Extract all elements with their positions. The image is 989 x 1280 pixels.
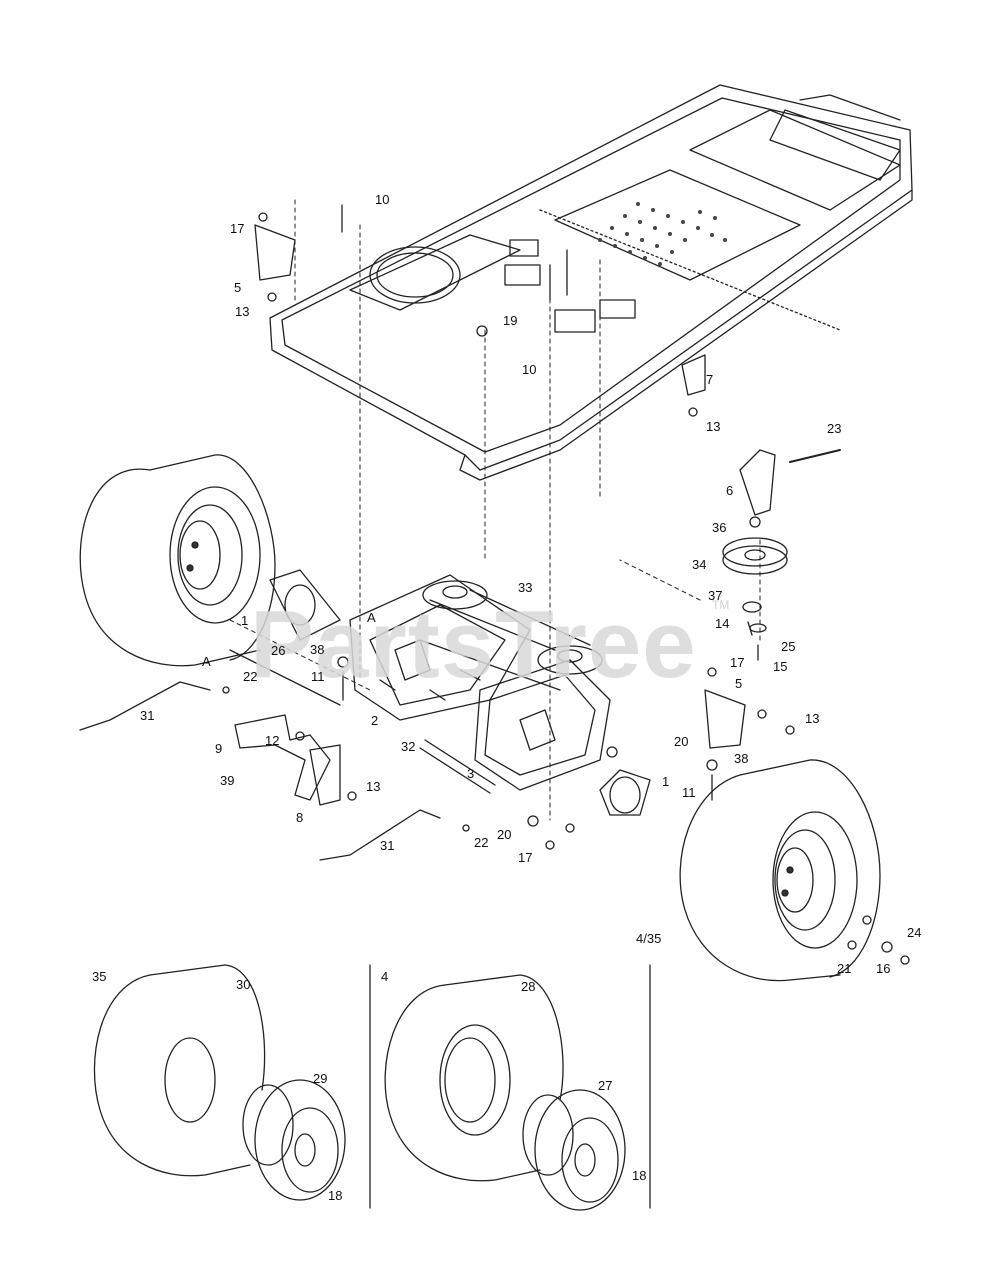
callout-5: 5	[735, 676, 743, 691]
callout-7: 7	[706, 372, 714, 387]
callout-4: 4	[381, 969, 389, 984]
rod-26	[229, 649, 341, 706]
callout-20: 20	[674, 734, 689, 749]
transaxle-2	[349, 574, 531, 721]
spring-23	[789, 449, 841, 463]
bracket-7	[681, 354, 706, 396]
bracket-9-39	[234, 714, 331, 801]
callout-17: 17	[230, 221, 245, 236]
callout-15: 15	[773, 659, 788, 674]
callout-11: 11	[311, 669, 325, 684]
callout-16: 16	[876, 961, 891, 976]
watermark-trademark: TM	[712, 598, 730, 612]
frame-holes	[598, 202, 727, 266]
callout-6: 6	[726, 483, 734, 498]
callout-a: A	[367, 610, 376, 625]
callout-1: 1	[241, 613, 249, 628]
callout-37: 37	[708, 588, 723, 603]
callout-34: 34	[692, 557, 707, 572]
callout-3: 3	[467, 766, 475, 781]
callout-11: 11	[682, 785, 696, 800]
rod-31-upper	[79, 681, 211, 731]
callout-12: 12	[265, 733, 280, 748]
callout-21: 21	[837, 961, 852, 976]
callout-36: 36	[712, 520, 727, 535]
callout-32: 32	[401, 739, 416, 754]
callout-13: 13	[706, 419, 721, 434]
callout-13: 13	[235, 304, 250, 319]
leader-lines	[229, 199, 761, 821]
callout-22: 22	[474, 835, 489, 850]
callout-2: 2	[371, 713, 379, 728]
wheel-right	[679, 759, 881, 982]
callout-31: 31	[380, 838, 395, 853]
callout-19: 19	[503, 313, 518, 328]
callout-8: 8	[296, 810, 304, 825]
callout-17: 17	[518, 850, 533, 865]
callout-39: 39	[220, 773, 235, 788]
callout-33: 33	[518, 580, 533, 595]
rim-29	[242, 1079, 346, 1201]
hub-left	[269, 569, 341, 641]
callout-38: 38	[734, 751, 749, 766]
callout-5: 5	[234, 280, 242, 295]
callout-18: 18	[328, 1188, 343, 1203]
callout-17: 17	[730, 655, 745, 670]
callout-30: 30	[236, 977, 251, 992]
bracket-8	[309, 744, 341, 806]
pulley-34	[722, 537, 788, 575]
callout-10: 10	[522, 362, 537, 377]
callout-24: 24	[907, 925, 922, 940]
callout-20: 20	[497, 827, 512, 842]
callout-9: 9	[215, 741, 223, 756]
callout-1: 1	[662, 774, 670, 789]
wheel-left	[79, 454, 276, 667]
callout-35: 35	[92, 969, 107, 984]
callout-27: 27	[598, 1078, 613, 1093]
hub-right	[599, 769, 651, 816]
hardware	[222, 204, 910, 965]
callout-4-35: 4/35	[636, 931, 662, 946]
callout-26: 26	[271, 643, 286, 658]
callout-18: 18	[632, 1168, 647, 1183]
idler-arm-6	[739, 449, 776, 516]
callout-13: 13	[366, 779, 381, 794]
callout-13: 13	[805, 711, 820, 726]
callout-22: 22	[243, 669, 258, 684]
frame-chassis	[269, 84, 913, 481]
rim-27	[522, 1089, 626, 1211]
callout-38: 38	[310, 642, 325, 657]
callout-a: A	[202, 654, 211, 669]
tire-30	[93, 964, 266, 1177]
callout-29: 29	[313, 1071, 328, 1086]
transaxle-3	[474, 645, 611, 791]
rod-31-lower	[319, 809, 441, 861]
callout-25: 25	[781, 639, 796, 654]
bracket-5-top	[254, 224, 296, 281]
callout-10: 10	[375, 192, 390, 207]
tire-28	[384, 974, 564, 1182]
callout-31: 31	[140, 708, 155, 723]
callout-28: 28	[521, 979, 536, 994]
tube-32	[419, 739, 496, 794]
callout-23: 23	[827, 421, 842, 436]
belt-33	[419, 589, 591, 691]
callout-14: 14	[715, 616, 730, 631]
bracket-5-right	[704, 689, 746, 749]
